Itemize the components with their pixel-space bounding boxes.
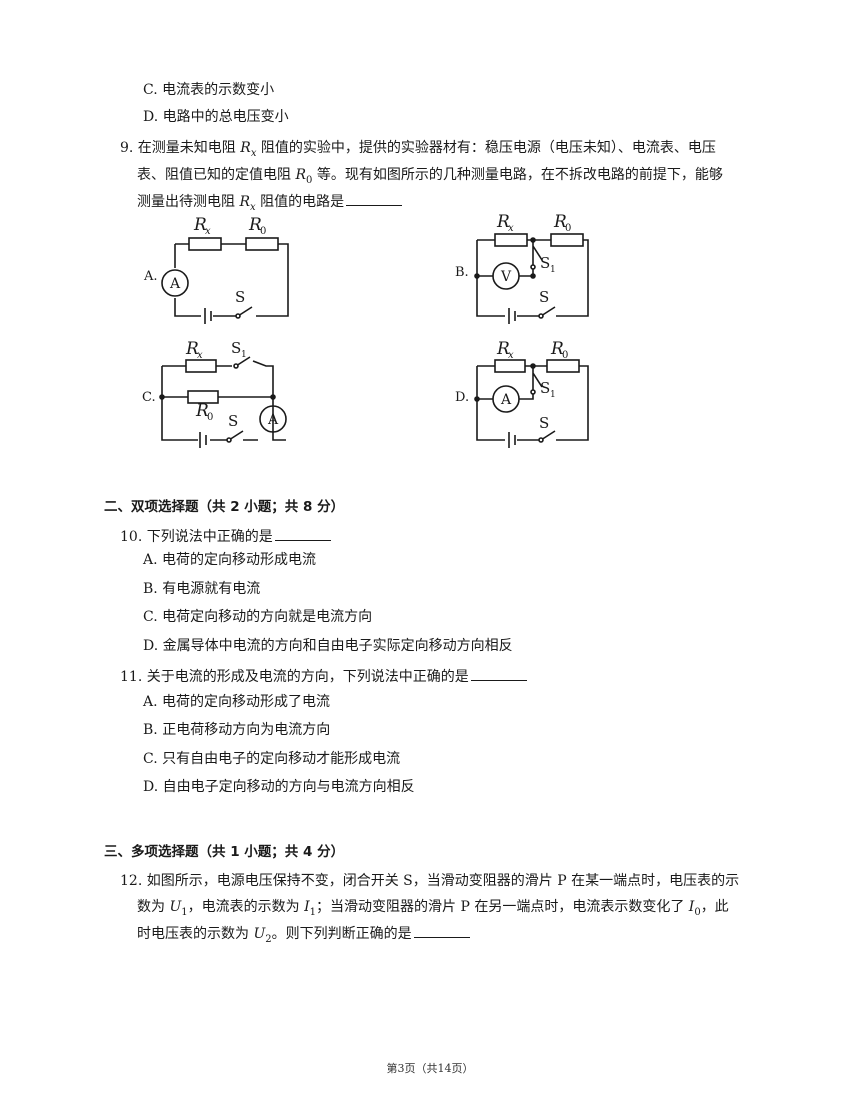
svg-text:x: x bbox=[197, 350, 203, 361]
svg-text:A: A bbox=[267, 412, 279, 428]
q10-option-d: D. 金属导体中电流的方向和自由电子实际定向移动方向相反 bbox=[143, 638, 513, 654]
svg-text:1: 1 bbox=[241, 350, 247, 360]
svg-text:0: 0 bbox=[260, 226, 266, 237]
svg-text:R: R bbox=[185, 339, 199, 359]
ammeter-icon bbox=[259, 405, 287, 433]
svg-text:1: 1 bbox=[550, 390, 556, 400]
q10-stem: 10. 下列说法中正确的是 bbox=[120, 526, 331, 547]
svg-text:D.: D. bbox=[455, 390, 469, 405]
svg-text:0: 0 bbox=[565, 223, 571, 234]
svg-text:S: S bbox=[540, 379, 550, 397]
q11-option-c: C. 只有自由电子的定向移动才能形成电流 bbox=[143, 751, 401, 767]
q9-line-1: 9. 在测量未知电阻 Rx 阻值的实验中，提供的实验器材有：稳压电源（电压未知）… bbox=[120, 140, 716, 159]
svg-text:R: R bbox=[193, 215, 207, 235]
svg-text:1: 1 bbox=[550, 265, 556, 275]
svg-text:R: R bbox=[496, 212, 510, 232]
circuit-b bbox=[474, 233, 589, 324]
svg-text:V: V bbox=[500, 269, 512, 285]
q11-option-a: A. 电荷的定向移动形成了电流 bbox=[143, 694, 331, 710]
svg-text:R: R bbox=[248, 215, 262, 235]
svg-text:0: 0 bbox=[562, 350, 568, 361]
svg-text:R: R bbox=[496, 339, 510, 359]
circuit-d bbox=[474, 359, 589, 448]
answer-blank bbox=[413, 923, 470, 938]
answer-blank bbox=[346, 191, 403, 206]
svg-text:C.: C. bbox=[142, 390, 156, 405]
q8-option-c: C. 电流表的示数变小 bbox=[143, 82, 275, 98]
svg-text:S: S bbox=[539, 288, 549, 306]
circuit-a bbox=[161, 237, 289, 324]
q12-line-1: 12. 如图所示，电源电压保持不变，闭合开关 S，当滑动变阻器的滑片 P 在某一… bbox=[120, 873, 740, 889]
svg-text:x: x bbox=[205, 226, 211, 237]
q9-line-3: 测量出待测电阻 Rx 阻值的电路是 bbox=[137, 191, 403, 218]
svg-text:S: S bbox=[228, 412, 238, 430]
svg-text:R: R bbox=[550, 339, 564, 359]
resistor-r0 bbox=[546, 359, 580, 373]
svg-text:B.: B. bbox=[455, 265, 469, 280]
section-2-title: 二、双项选择题（共 2 小题；共 8 分） bbox=[104, 499, 345, 515]
q11-stem: 11. 关于电流的形成及电流的方向，下列说法中正确的是 bbox=[120, 666, 527, 687]
q8-option-d: D. 电路中的总电压变小 bbox=[143, 109, 289, 125]
svg-text:A: A bbox=[500, 392, 512, 408]
q9-line-2: 表、阻值已知的定值电阻 R0 等。现有如图所示的几种测量电路，在不拆改电路的前提… bbox=[137, 167, 723, 186]
svg-text:A.: A. bbox=[143, 269, 158, 284]
svg-text:0: 0 bbox=[207, 412, 213, 423]
resistor-rx bbox=[188, 237, 222, 251]
svg-text:x: x bbox=[508, 223, 514, 234]
svg-text:R: R bbox=[553, 212, 567, 232]
svg-text:S: S bbox=[539, 414, 549, 432]
resistor-r0 bbox=[187, 390, 219, 404]
circuit-figures: A. R x R 0 A S B. R x R 0 V S S 1 C. R x… bbox=[142, 212, 589, 448]
answer-blank bbox=[274, 526, 331, 541]
q10-option-a: A. 电荷的定向移动形成电流 bbox=[143, 552, 317, 568]
resistor-rx bbox=[185, 359, 217, 373]
ammeter-icon bbox=[492, 385, 520, 413]
svg-text:S: S bbox=[235, 288, 245, 306]
svg-text:R: R bbox=[195, 401, 209, 421]
svg-text:x: x bbox=[508, 350, 514, 361]
voltmeter-icon bbox=[492, 262, 520, 290]
svg-text:S: S bbox=[540, 254, 550, 272]
q11-option-d: D. 自由电子定向移动的方向与电流方向相反 bbox=[143, 779, 415, 795]
section-3-title: 三、多项选择题（共 1 小题；共 4 分） bbox=[104, 844, 345, 860]
circuit-c bbox=[159, 356, 287, 448]
q12-line-2: 数为 U1，电流表的示数为 I1；当滑动变阻器的滑片 P 在另一端点时，电流表示… bbox=[137, 899, 729, 918]
svg-text:A: A bbox=[169, 276, 181, 292]
ammeter-icon bbox=[161, 269, 189, 297]
resistor-rx bbox=[494, 233, 528, 247]
q10-option-c: C. 电荷定向移动的方向就是电流方向 bbox=[143, 609, 373, 625]
q10-option-b: B. 有电源就有电流 bbox=[143, 581, 261, 597]
svg-text:S: S bbox=[231, 339, 241, 357]
resistor-r0 bbox=[245, 237, 279, 251]
resistor-r0 bbox=[550, 233, 584, 247]
q11-option-b: B. 正电荷移动方向为电流方向 bbox=[143, 722, 331, 738]
page-footer: 第3页（共14页） bbox=[386, 1062, 474, 1075]
resistor-rx bbox=[494, 359, 526, 373]
answer-blank bbox=[470, 666, 527, 681]
q12-line-3: 时电压表的示数为 U2。则下列判断正确的是 bbox=[137, 923, 470, 950]
